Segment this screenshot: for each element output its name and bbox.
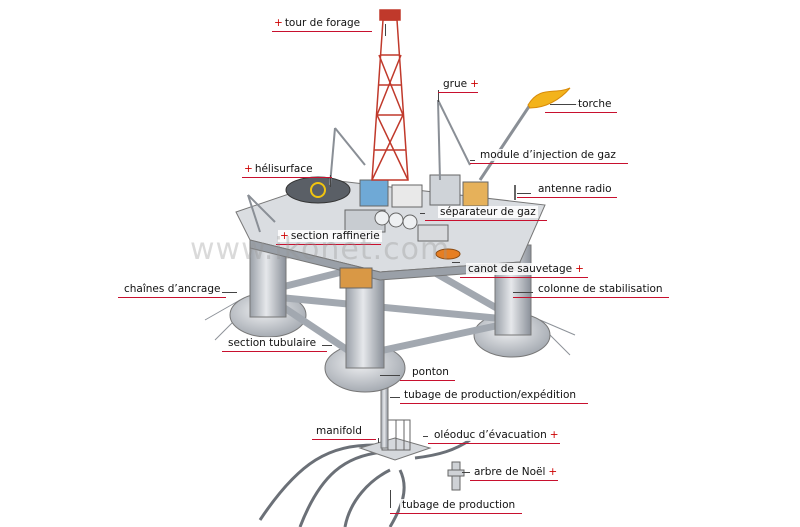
helideck-marking (310, 182, 326, 198)
leader-manifold (378, 438, 379, 443)
leader-antenne (517, 193, 531, 194)
lifeboat (435, 248, 461, 260)
label-tubage-production: tubage de production (400, 499, 518, 511)
leader-heli (330, 175, 331, 187)
christmas-tree (447, 461, 465, 491)
leader-canot (452, 262, 460, 263)
derrick (371, 9, 409, 181)
leader-module (470, 160, 475, 161)
label-section-tubulaire: section tubulaire (226, 337, 319, 349)
leader-ponton (380, 375, 400, 376)
label-section-raffinerie[interactable]: section raffinerie (278, 230, 382, 242)
label-grue[interactable]: grue (441, 78, 481, 90)
leader-tubulaire (322, 345, 332, 346)
watermark: www.ikonet.com (190, 232, 451, 267)
leader-colonne (513, 292, 533, 293)
leader-arbre (462, 472, 470, 473)
leader-torche (550, 104, 585, 105)
label-tour-de-forage[interactable]: tour de forage (272, 17, 363, 29)
label-arbre-noel[interactable]: arbre de Noël (472, 466, 560, 478)
label-separateur-gaz: séparateur de gaz (438, 206, 538, 218)
label-helisurface[interactable]: hélisurface (242, 163, 315, 175)
label-antenne-radio: antenne radio (536, 183, 614, 195)
label-chaines-ancrage: chaînes d’ancrage (122, 283, 223, 295)
leader-grue (438, 90, 439, 102)
flare-flame (527, 87, 571, 109)
label-manifold: manifold (314, 425, 364, 437)
leader-chaines (222, 292, 237, 293)
leader-tubage (390, 490, 391, 508)
flare-boom (478, 87, 571, 181)
label-colonne-stabilisation: colonne de stabilisation (536, 283, 665, 295)
leader-separateur (420, 213, 425, 214)
label-module-injection-gaz: module d’injection de gaz (478, 149, 618, 161)
label-tubage-production-expedition: tubage de production/expédition (402, 389, 579, 401)
leader-expedition (390, 397, 400, 398)
leader-tour (385, 24, 386, 36)
label-torche: torche (576, 98, 614, 110)
cranes (247, 99, 471, 233)
label-oleoduc-evacuation[interactable]: oléoduc d’évacuation (432, 429, 561, 441)
label-canot-sauvetage[interactable]: canot de sauvetage (466, 263, 586, 275)
leader-oleoduc (423, 436, 428, 437)
helideck (285, 176, 351, 204)
label-ponton: ponton (410, 366, 451, 378)
